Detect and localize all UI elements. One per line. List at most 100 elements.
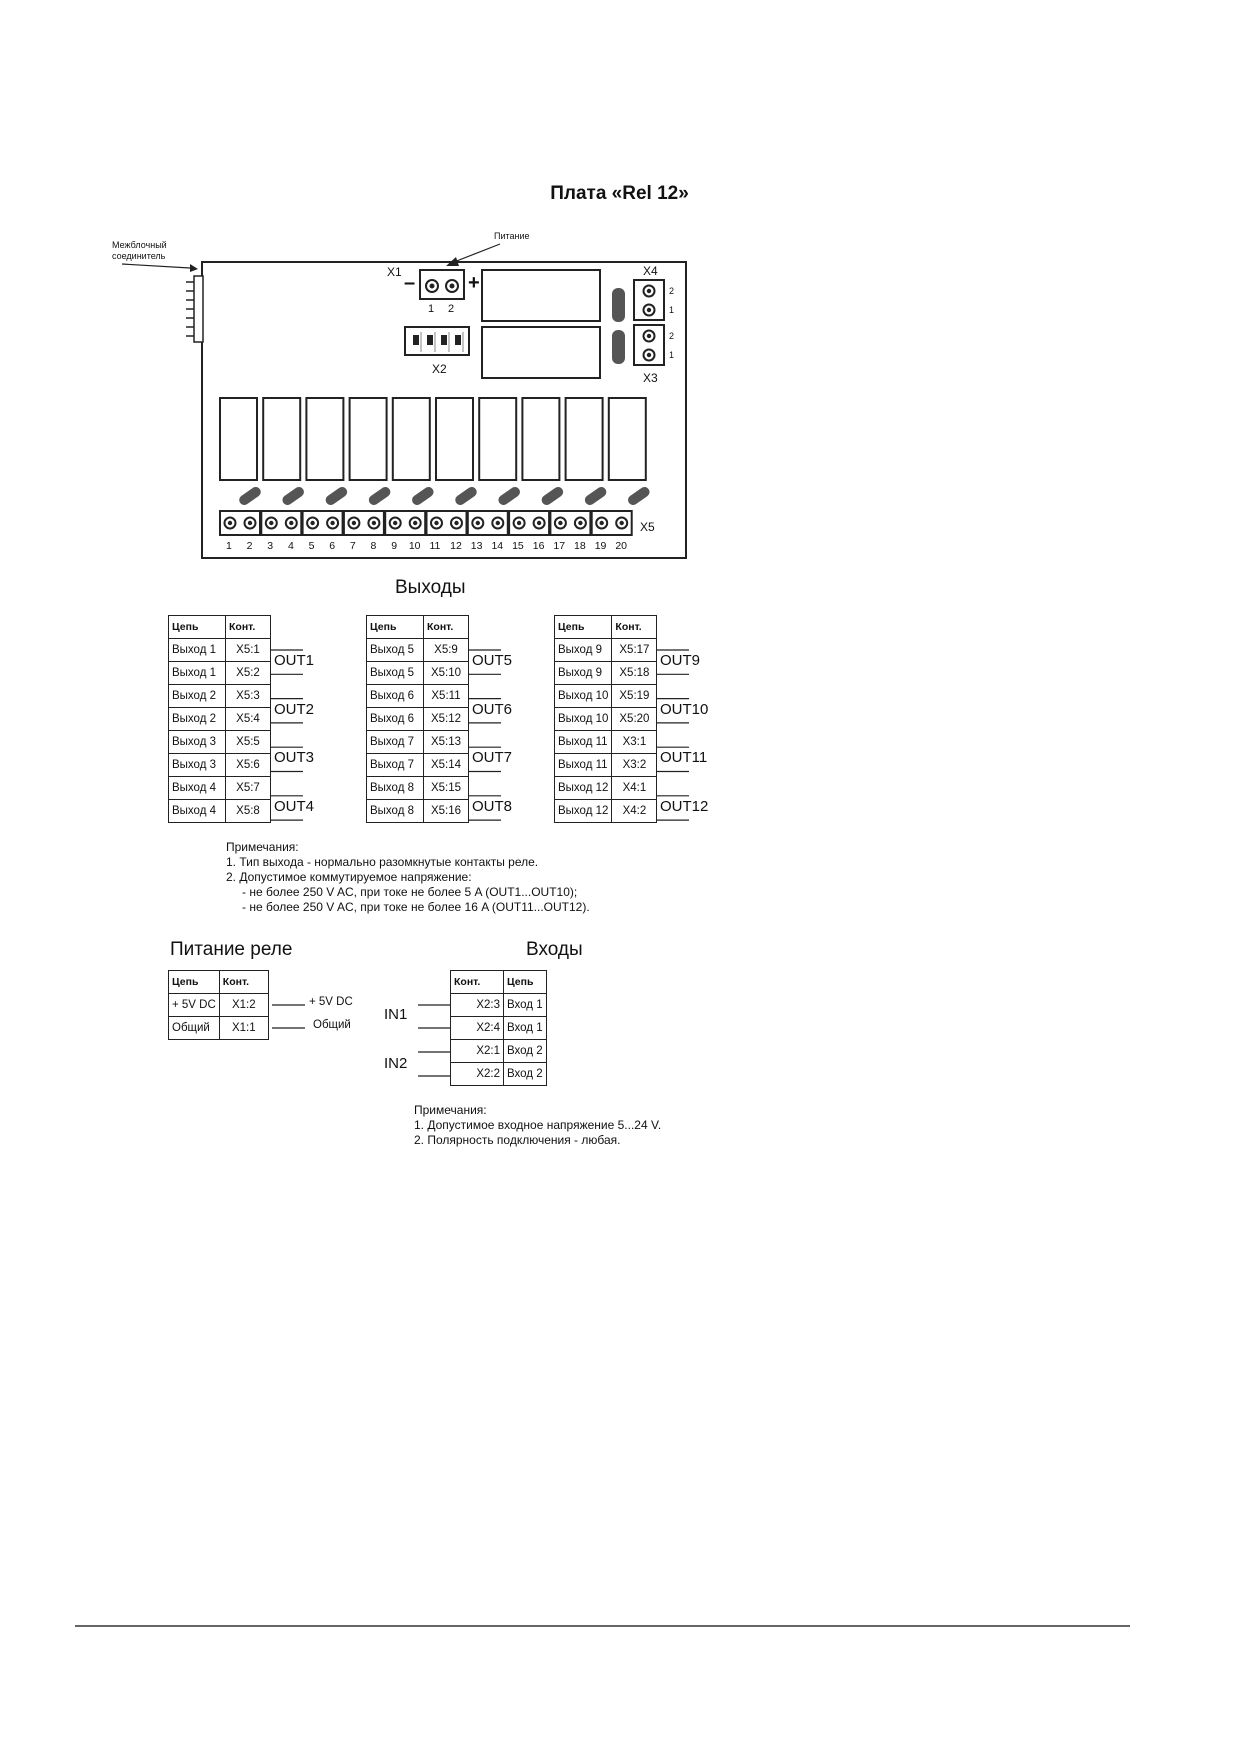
x4-label: X4: [643, 264, 658, 278]
outputs-title: Выходы: [395, 577, 466, 598]
x5-pin-label: 7: [349, 540, 356, 552]
x5-pin-label: 17: [553, 540, 566, 552]
x5-pin-label: 5: [308, 540, 315, 552]
board-outline: [201, 261, 687, 559]
x5-pin-label: 1: [226, 540, 232, 552]
output-label: OUT6: [472, 700, 513, 718]
note-line: 2. Допустимое коммутируемое напряжение:: [226, 870, 472, 884]
x5-pin-label: 8: [370, 540, 377, 552]
output-label: OUT5: [472, 652, 513, 669]
x2-header: [404, 326, 470, 356]
note-line: Примечания:: [414, 1103, 487, 1117]
relay: [521, 397, 561, 481]
x5-terminal-block: [219, 510, 633, 536]
x5-pin-label: 3: [267, 540, 274, 552]
header-contact: Конт.: [611, 615, 658, 639]
x5-pin-label: 9: [391, 540, 398, 552]
header-contact: Конт.: [450, 970, 504, 994]
x5-pin-label: 20: [615, 540, 628, 552]
output-label: OUT10: [660, 700, 709, 718]
x2-pin: [427, 335, 433, 345]
x1-terminal: [419, 269, 465, 300]
x5-label: X5: [640, 520, 655, 534]
board-title: Плата «Rel 12»: [550, 183, 689, 204]
header-circuit: Цепь: [366, 615, 424, 639]
relay: [435, 397, 474, 481]
relay: [478, 397, 518, 481]
x2-pin: [413, 335, 419, 345]
power-arrow: [446, 243, 501, 266]
diode: [239, 486, 261, 506]
x5-pin-label: 12: [450, 540, 462, 552]
x4-terminal: [633, 279, 665, 321]
x3-terminal: [633, 324, 665, 366]
header-circuit: Цепь: [503, 970, 547, 994]
diode: [498, 486, 520, 506]
x5-pin-label: 15: [512, 540, 524, 552]
output-label: OUT8: [472, 797, 513, 815]
inputs-notes: Примечания: 1. Допустимое входное напряж…: [414, 1103, 661, 1148]
note-line: 1. Тип выхода - нормально разомкнутые ко…: [226, 855, 539, 869]
footer-divider: [75, 1625, 1130, 1627]
output-label: OUT3: [274, 749, 315, 767]
inputs-title: Входы: [526, 939, 583, 960]
header-contact: Конт.: [225, 615, 271, 639]
relay: [219, 397, 258, 481]
output-label: OUT11: [660, 749, 708, 767]
diode: [628, 486, 650, 506]
relay-power-label-plus: + 5V DC: [309, 996, 353, 1008]
x2-pin: [455, 335, 461, 345]
x3-pin-1: 1: [669, 350, 675, 360]
diode: [455, 486, 477, 506]
note-line: - не более 250 V AC, при токе не более 1…: [242, 900, 590, 914]
x1-label: X1: [387, 265, 402, 279]
output-label: OUT2: [274, 700, 315, 718]
input-label-in2: IN2: [384, 1055, 408, 1072]
diode: [368, 486, 391, 506]
relay-power-title: Питание реле: [170, 939, 293, 960]
x5-pin-label: 13: [470, 540, 483, 552]
note-line: - не более 250 V AC, при токе не более 5…: [242, 885, 578, 899]
header-circuit: Цепь: [168, 970, 220, 994]
relay: [564, 397, 604, 481]
input-label-in1: IN1: [384, 1006, 408, 1023]
x5-pin-label: 16: [532, 540, 545, 552]
outputs-notes: Примечания: 1. Тип выхода - нормально ра…: [226, 840, 590, 915]
x3-pin-2: 2: [669, 331, 675, 341]
header-contact: Конт.: [218, 970, 269, 994]
minus-sign: –: [404, 272, 416, 294]
note-line: 1. Допустимое входное напряжение 5...24 …: [414, 1118, 662, 1132]
relay: [391, 397, 431, 481]
x1-pin-1: 1: [428, 303, 435, 315]
power-label: Питание: [494, 231, 530, 241]
header-contact: Конт.: [423, 615, 469, 639]
output-label: OUT12: [660, 797, 709, 815]
x1-pin-2: 2: [448, 303, 455, 315]
